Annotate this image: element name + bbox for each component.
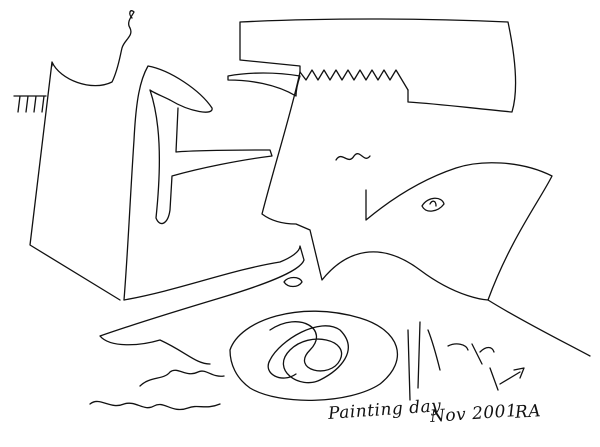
arrow-marks — [489, 367, 525, 391]
small-oval — [283, 276, 303, 288]
hatch-marks — [13, 95, 47, 113]
small-rods — [447, 343, 495, 365]
scribble-knot — [267, 321, 349, 384]
tall-bent-form — [123, 65, 273, 301]
caption-initials: RA — [514, 401, 542, 423]
wave-scribble-2 — [89, 400, 221, 411]
zigzag-row — [299, 69, 409, 91]
lower-plane — [99, 245, 305, 365]
long-diagonal-line — [487, 299, 591, 357]
central-panel — [261, 71, 553, 301]
header-rectangle — [239, 18, 517, 113]
squiggle-top — [128, 10, 135, 29]
scribble-bowl — [229, 310, 398, 401]
small-eye-shape — [421, 197, 445, 212]
vertical-mark-1 — [407, 321, 441, 401]
arch-shape — [227, 72, 301, 97]
squiggle-mid — [335, 153, 371, 161]
tilted-board-shape — [29, 27, 132, 301]
wave-scribble-1 — [139, 369, 225, 387]
